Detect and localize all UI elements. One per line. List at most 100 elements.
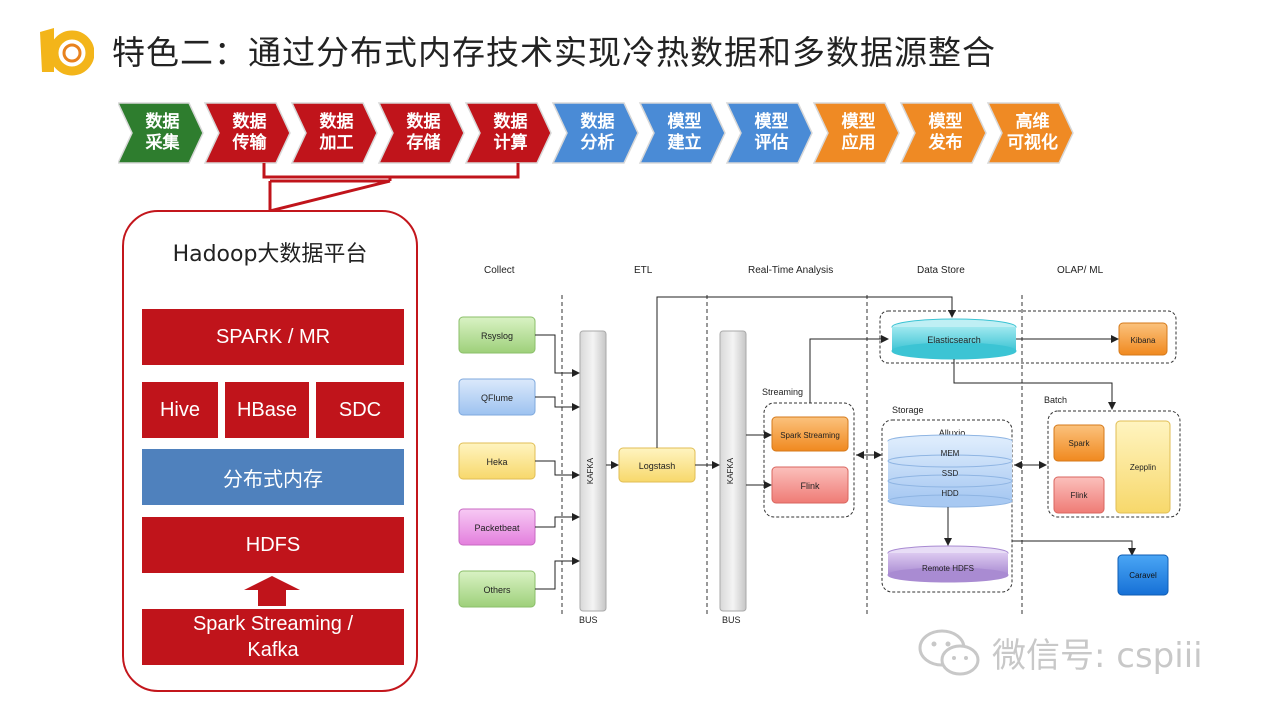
brand-logo [40, 28, 94, 76]
svg-text:Packetbeat: Packetbeat [474, 523, 520, 533]
streaming-group [763, 402, 855, 518]
pipeline-stage-4-line1: 数据 [407, 111, 441, 132]
logstash-arrows [606, 296, 956, 469]
header-collect: Collect [484, 265, 515, 276]
kafka-bus-2: KAFKA [719, 330, 747, 612]
wechat-icon [918, 629, 980, 676]
search-arrows [953, 335, 1119, 410]
pipeline-stage-11-line2: 可视化 [1007, 132, 1058, 153]
svg-text:Logstash: Logstash [639, 461, 676, 471]
distributed-memory-block: 分布式内存 [142, 449, 404, 505]
streaming-arrows [746, 335, 889, 489]
stage-bracket [262, 163, 520, 213]
spark-streaming-kafka-block: Spark Streaming / Kafka [142, 609, 404, 665]
pipeline-stages: 数据采集数据传输数据加工数据存储数据计算数据分析模型建立模型评估模型应用模型发布… [118, 102, 1074, 164]
hadoop-platform-panel: Hadoop大数据平台 SPARK / MR Hive HBase SDC 分布… [122, 210, 418, 692]
svg-text:QFlume: QFlume [481, 393, 513, 403]
pipeline-stage-11-line1: 高维 [1016, 111, 1050, 132]
bus-label-2: BUS [722, 615, 741, 625]
remote-hdfs-node: Remote HDFS [887, 545, 1009, 583]
spark-batch-node: Spark [1053, 424, 1105, 462]
svg-text:Elasticsearch: Elasticsearch [927, 335, 981, 345]
pipeline-stage-9-line2: 应用 [842, 132, 876, 153]
header-olap: OLAP/ ML [1057, 265, 1104, 276]
storage-group [881, 419, 1013, 593]
spark-mr-block: SPARK / MR [142, 309, 404, 365]
source-packetbeat: Packetbeat [458, 508, 536, 546]
wechat-id: 微信号: cspiii [992, 636, 1203, 676]
svg-text:Zepplin: Zepplin [1130, 463, 1156, 472]
svg-text:KAFKA: KAFKA [586, 457, 595, 484]
streaming-label: Streaming [762, 387, 803, 397]
pipeline-stage-5-line2: 计算 [494, 132, 528, 153]
logstash-node: Logstash [618, 447, 696, 483]
storage-label: Storage [892, 405, 924, 415]
elasticsearch-node: Elasticsearch [891, 318, 1017, 360]
streaming-line1: Spark Streaming / [192, 613, 354, 635]
pipeline-stage-9-line1: 模型 [842, 111, 876, 132]
flink-batch-node: Flink [1053, 476, 1105, 514]
pipeline-stage-2-line2: 传输 [232, 132, 268, 153]
pipeline-stage-7-line1: 模型 [668, 111, 702, 132]
header-datastore: Data Store [917, 265, 965, 276]
storage-arrows [856, 451, 1136, 556]
pipeline-stage-10-line2: 发布 [928, 132, 963, 153]
svg-text:Rsyslog: Rsyslog [481, 331, 513, 341]
caravel-node: Caravel [1117, 554, 1169, 596]
alluxio-label: Alluxio [939, 428, 966, 438]
page-title: 特色二：通过分布式内存技术实现冷热数据和多数据源整合 [112, 33, 996, 72]
pipeline-stage-4-line2: 存储 [407, 132, 441, 153]
pipeline-stage-3-line1: 数据 [320, 111, 354, 132]
section-dividers [561, 295, 1023, 615]
svg-text:Others: Others [483, 585, 511, 595]
svg-text:Flink: Flink [800, 481, 820, 491]
svg-text:Caravel: Caravel [1129, 571, 1157, 580]
streaming-line2: Kafka [247, 639, 299, 661]
zepplin-node: Zepplin [1115, 420, 1171, 514]
pipeline-stage-5-line1: 数据 [494, 111, 528, 132]
svg-text:Kibana: Kibana [1131, 336, 1156, 345]
kibana-node: Kibana [1118, 322, 1168, 356]
batch-group [1047, 410, 1181, 518]
architecture-diagram: Collect ETL Real-Time Analysis Data Stor… [458, 265, 1181, 625]
pipeline-stage-10-line1: 模型 [929, 111, 963, 132]
tier-mem: MEM [941, 449, 960, 458]
alluxio-tiers: MEM SSD HDD [887, 434, 1013, 508]
svg-text:Spark: Spark [1069, 439, 1091, 448]
flink-stream-node: Flink [771, 466, 849, 504]
svg-text:Remote HDFS: Remote HDFS [922, 564, 974, 573]
pipeline-stage-7-line2: 建立 [668, 132, 702, 153]
source-arrows [535, 334, 580, 590]
tier-ssd: SSD [942, 469, 959, 478]
hbase-block: HBase [225, 382, 309, 438]
pipeline-stage-6-line2: 分析 [581, 132, 615, 153]
source-others: Others [458, 570, 536, 608]
up-arrow-icon [244, 576, 300, 606]
sdc-block: SDC [316, 382, 404, 438]
svg-text:Spark Streaming: Spark Streaming [780, 431, 840, 440]
source-rsyslog: Rsyslog [458, 316, 536, 354]
pipeline-stage-3-line2: 加工 [319, 133, 354, 153]
svg-text:KAFKA: KAFKA [726, 457, 735, 484]
source-heka: Heka [458, 442, 536, 480]
hive-block: Hive [142, 382, 218, 438]
pipeline-stage-6-line1: 数据 [581, 111, 615, 132]
header-realtime: Real-Time Analysis [748, 265, 833, 276]
header-etl: ETL [634, 265, 653, 276]
svg-text:Heka: Heka [486, 457, 507, 467]
spark-streaming-node: Spark Streaming [771, 416, 849, 452]
hdfs-block: HDFS [142, 517, 404, 573]
bus-label-1: BUS [579, 615, 598, 625]
hadoop-title: Hadoop大数据平台 [172, 242, 368, 267]
pipeline-stage-1-line2: 采集 [145, 132, 181, 153]
pipeline-stage-8-line1: 模型 [755, 111, 789, 132]
